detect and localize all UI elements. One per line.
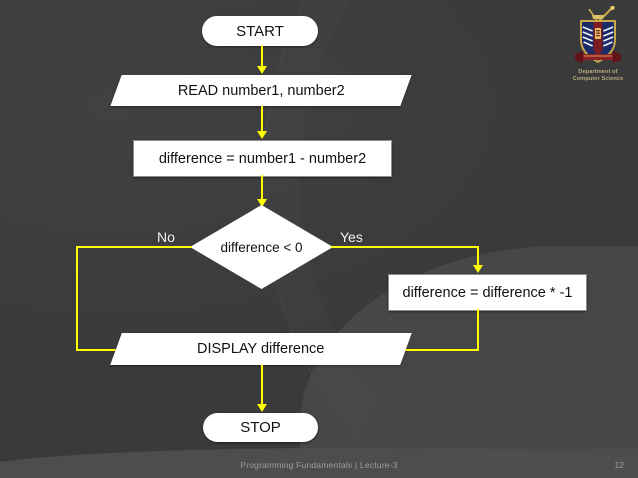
logo-caption-line2: Computer Science [572,75,624,82]
connector-read-to-compute [261,106,263,132]
flow-node-stop-label: STOP [240,419,281,436]
university-logo: Department of Computer Science [563,6,633,100]
flow-node-start-label: START [236,22,284,40]
flow-node-read-label: READ number1, number2 [177,82,345,99]
background-wedge-2 [332,300,638,478]
flow-node-display[interactable]: DISPLAY difference [110,333,412,365]
flow-node-negate-label: difference = difference * -1 [402,284,573,301]
branch-label-yes: Yes [340,229,363,245]
connector-compute-to-decision [261,175,263,203]
arrowhead-yes-to-negate [473,265,483,273]
arrowhead-start-to-read [257,66,267,74]
arrowhead-read-to-compute [257,131,267,139]
connector-start-to-read [261,46,263,68]
arrowhead-compute-to-decision [257,199,267,207]
flow-node-decision[interactable]: difference < 0 [190,205,333,289]
flow-node-compute-label: difference = number1 - number2 [158,150,367,167]
connector-yes-horizontal [331,246,479,248]
flow-node-read[interactable]: READ number1, number2 [110,75,412,106]
connector-negate-vertical [477,309,479,351]
connector-yes-vertical [477,246,479,268]
branch-label-no: No [157,229,175,245]
connector-no-horizontal-top [76,246,192,248]
page-number: 12 [614,460,624,470]
connector-display-to-stop [261,365,263,407]
arrowhead-display-to-stop [257,404,267,412]
logo-caption: Department of Computer Science [563,69,633,82]
flow-node-display-label: DISPLAY difference [197,341,325,357]
crest-icon [575,6,621,63]
flow-node-start[interactable]: START [202,16,318,46]
flow-node-compute[interactable]: difference = number1 - number2 [133,140,392,177]
connector-no-vertical [76,246,78,350]
flow-node-decision-label: difference < 0 [220,239,303,255]
flow-node-stop[interactable]: STOP [203,413,318,442]
flow-node-negate[interactable]: difference = difference * -1 [388,274,587,311]
connector-negate-horizontal [404,349,479,351]
logo-caption-line1: Department of [578,69,618,75]
footer-text: Programming Fundamentals | Lecture-3 [240,460,398,470]
connector-no-horizontal-bottom [76,349,134,351]
